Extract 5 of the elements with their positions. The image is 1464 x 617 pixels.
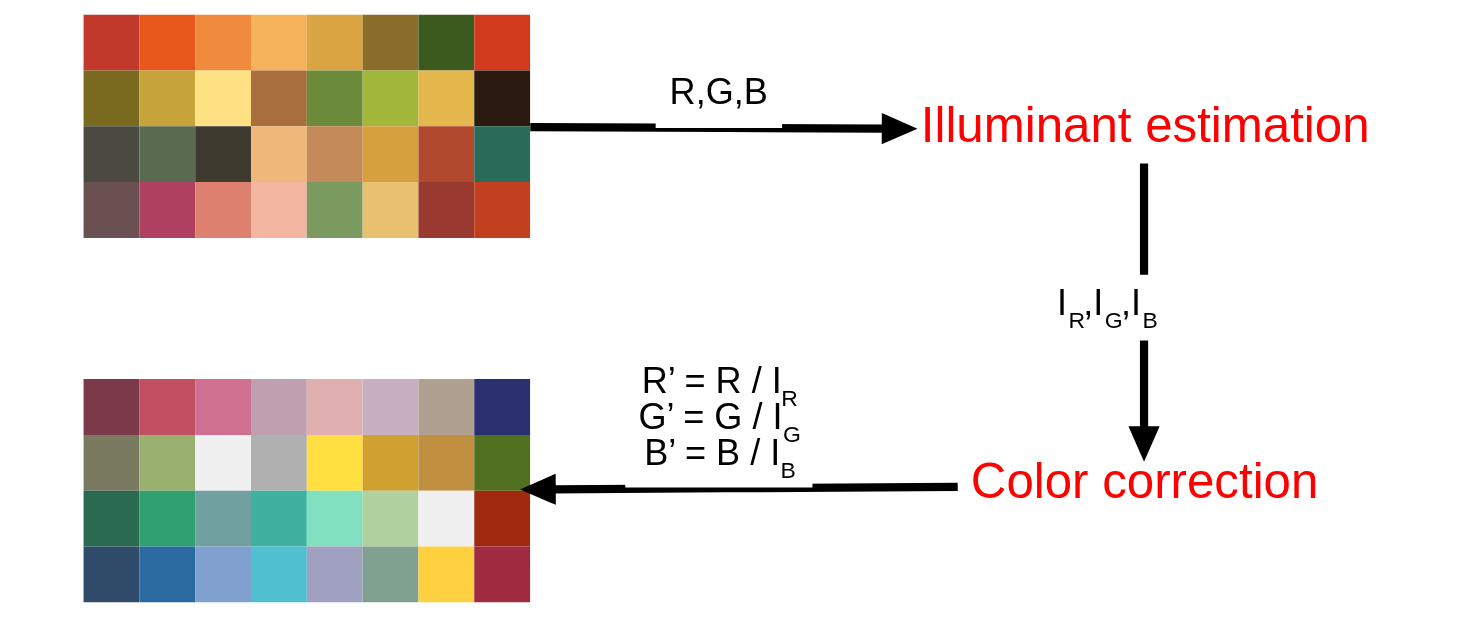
node-text: Illuminant estimation: [920, 96, 1370, 152]
edge-label: I$_{R}$,I$_{G}$,I$_{B}$: [1057, 282, 1158, 334]
edge-label: R’ = R / I$_{R}$ G’ = G / I$_{G}$ B’ = B / I$_{B}$: [638, 360, 801, 484]
edge-label: R,G,B: [669, 71, 768, 113]
node-text: Color correction: [970, 453, 1319, 509]
